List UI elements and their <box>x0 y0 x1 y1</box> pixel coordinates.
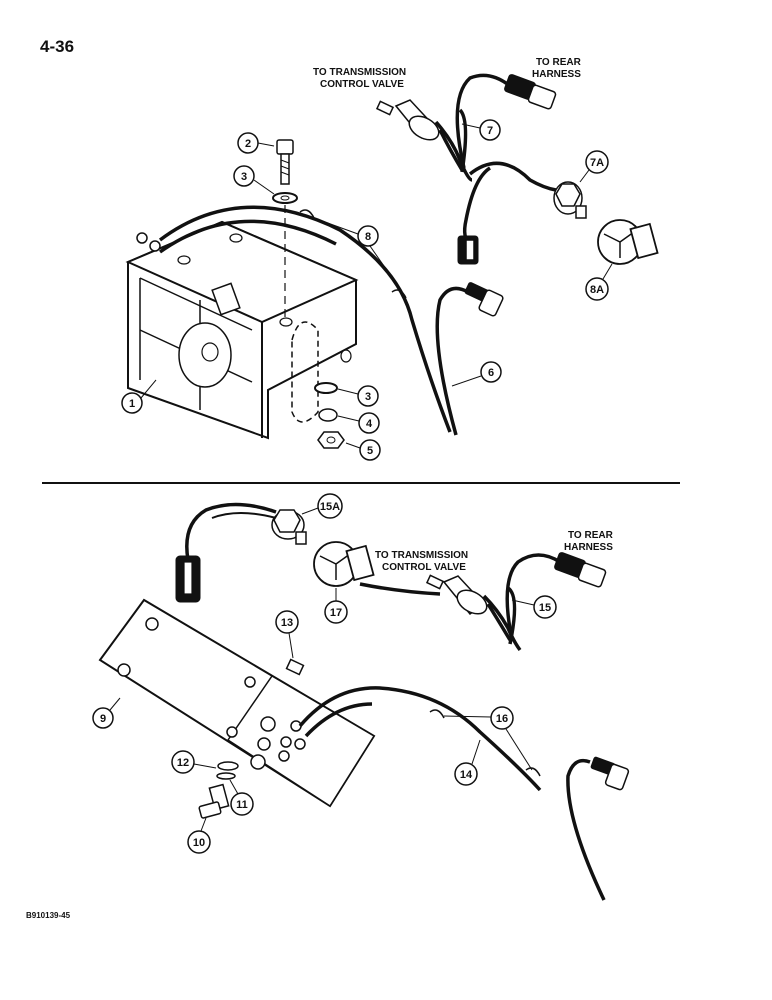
alarm-harness <box>136 205 504 436</box>
svg-text:7A: 7A <box>590 157 604 169</box>
svg-text:10: 10 <box>193 837 205 849</box>
trans-switch-harness-bottom <box>359 552 607 652</box>
callout-3b: 3 <box>337 385 379 407</box>
bottom-label-transmission-2: CONTROL VALVE <box>382 562 466 573</box>
callout-16: 16 <box>443 706 533 771</box>
svg-text:16: 16 <box>496 713 508 725</box>
callout-11: 11 <box>229 779 254 816</box>
svg-text:6: 6 <box>488 367 494 379</box>
svg-text:13: 13 <box>281 617 293 629</box>
elbow-fitting-bottom <box>313 541 375 587</box>
svg-text:3: 3 <box>365 391 371 403</box>
bottom-label-rear-2: HARNESS <box>564 542 613 553</box>
callout-7: 7 <box>461 119 501 141</box>
svg-text:1: 1 <box>129 398 135 410</box>
trans-switch-harness <box>375 73 587 265</box>
svg-text:8: 8 <box>365 231 371 243</box>
sensor-15a <box>175 502 307 603</box>
bottom-diagram: TO TRANSMISSION CONTROL VALVE TO REAR HA… <box>92 493 630 901</box>
svg-text:17: 17 <box>330 607 342 619</box>
top-label-transmission-1: TO TRANSMISSION <box>313 67 406 78</box>
callout-6: 6 <box>451 361 502 387</box>
callout-12: 12 <box>171 750 217 774</box>
top-label-transmission-2: CONTROL VALVE <box>320 79 404 90</box>
svg-text:5: 5 <box>367 445 373 457</box>
callout-15: 15 <box>511 595 557 619</box>
svg-text:3: 3 <box>241 171 247 183</box>
elbow-fitting-top <box>597 219 659 265</box>
top-label-rear-1: TO REAR <box>536 57 582 68</box>
callout-2: 2 <box>237 132 275 154</box>
page-number: 4-36 <box>40 37 74 56</box>
callout-5: 5 <box>345 439 381 461</box>
callout-15a: 15A <box>301 493 343 519</box>
figure-code: B910139-45 <box>26 911 71 920</box>
bottom-label-transmission-1: TO TRANSMISSION <box>375 550 468 561</box>
callout-4: 4 <box>337 412 380 434</box>
callout-17: 17 <box>324 588 348 624</box>
svg-text:14: 14 <box>460 769 473 781</box>
callout-1: 1 <box>121 379 157 414</box>
callout-8: 8 <box>313 217 403 293</box>
callout-3a: 3 <box>233 165 275 195</box>
svg-text:12: 12 <box>177 757 189 769</box>
mounting-plate <box>98 598 376 808</box>
svg-text:7: 7 <box>487 125 493 137</box>
svg-text:9: 9 <box>100 713 106 725</box>
callout-14: 14 <box>454 739 481 786</box>
callout-9: 9 <box>92 697 121 729</box>
svg-text:11: 11 <box>236 799 248 811</box>
alarm-harness-bottom <box>278 686 630 901</box>
callout-10: 10 <box>187 817 211 854</box>
top-diagram: TO TRANSMISSION CONTROL VALVE TO REAR HA… <box>121 57 659 461</box>
svg-text:4: 4 <box>366 418 373 430</box>
top-label-rear-2: HARNESS <box>532 69 581 80</box>
svg-text:15A: 15A <box>320 501 340 513</box>
callout-8a: 8A <box>585 263 613 301</box>
svg-text:8A: 8A <box>590 284 604 296</box>
callout-7a: 7A <box>579 150 609 183</box>
bolt-stack-bottom <box>198 761 239 819</box>
svg-text:2: 2 <box>245 138 251 150</box>
alarm-bracket <box>125 220 359 440</box>
bottom-label-rear-1: TO REAR <box>568 530 614 541</box>
svg-text:15: 15 <box>539 602 551 614</box>
callout-13: 13 <box>275 610 299 659</box>
